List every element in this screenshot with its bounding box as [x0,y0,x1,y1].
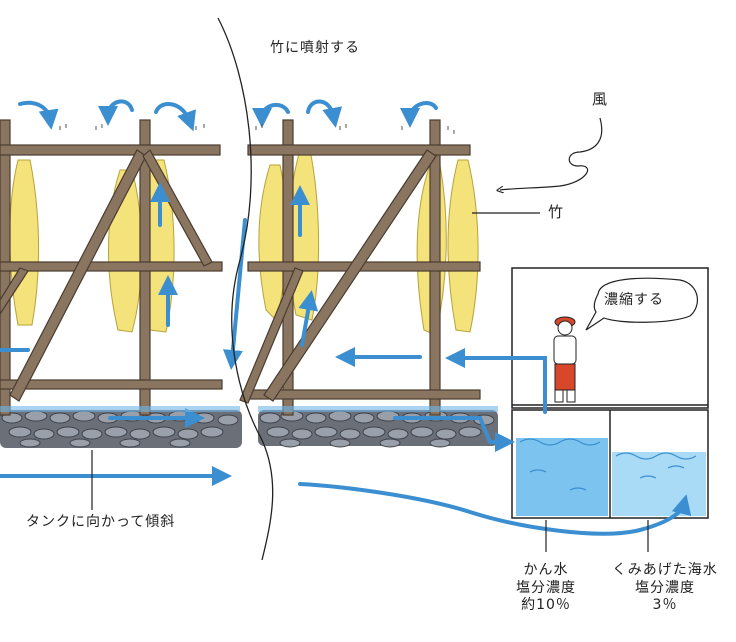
brace [0,267,29,316]
spray-arrows-right [252,99,438,128]
brine-label-group: かん水 塩分濃度 約10％ [488,562,604,615]
wind-arrow-icon [400,101,438,128]
spray-label: 竹に噴射する [270,40,360,56]
brine-salinity-label: 塩分濃度 [516,579,576,596]
flow-arrows-left [0,182,232,486]
flow-arrow-icon [298,482,692,536]
wind-arrow-icon [98,99,134,126]
flow-arrows-right [222,185,547,452]
brace [239,267,304,404]
brace [142,149,213,267]
flow-arrow-icon [222,218,247,370]
slope-label: タンクに向かって傾斜 [26,514,176,530]
seawater-salinity-label: 塩分濃度 [635,579,695,596]
beam [0,261,223,272]
beam [247,389,481,400]
wind-label: 風 [592,90,609,108]
person-icon [553,316,577,403]
spray-dots-right [255,124,455,134]
section-break-line [217,17,274,561]
stone-base-right [258,410,498,448]
brine-water [516,438,608,516]
graduation-tower-right [222,99,547,452]
concentrate-label: 濃縮する [604,292,664,308]
wind-arrow-icon [252,102,290,128]
wind-arrow-icon [18,100,59,130]
stone-base-left [0,410,242,448]
beam [247,144,471,156]
wind-arrow-icon [154,102,196,132]
brine-name: かん水 [523,562,569,578]
spray-arrows-left [18,99,196,132]
beam [0,144,221,156]
seawater-name: くみあげた海水 [612,562,718,578]
flow-arrow-icon [445,348,547,414]
seawater-label-group: くみあげた海水 塩分濃度 3％ [596,562,734,615]
leader-lines [91,117,649,552]
speech-bubble-icon [585,277,698,331]
bamboo-label: 竹 [548,203,565,221]
seawater-water [612,452,706,516]
brace [263,149,437,402]
seawater-salinity-value: 3％ [652,597,678,613]
graduation-tower-left [0,99,242,486]
flow-arrow-icon [298,290,319,347]
wind-arrow-icon [306,99,343,128]
spray-dots-left [59,124,205,130]
flow-arrow-icon [393,416,515,452]
beam [0,379,223,390]
brine-salinity-value: 約10％ [521,597,571,613]
wind-leader [500,117,603,190]
